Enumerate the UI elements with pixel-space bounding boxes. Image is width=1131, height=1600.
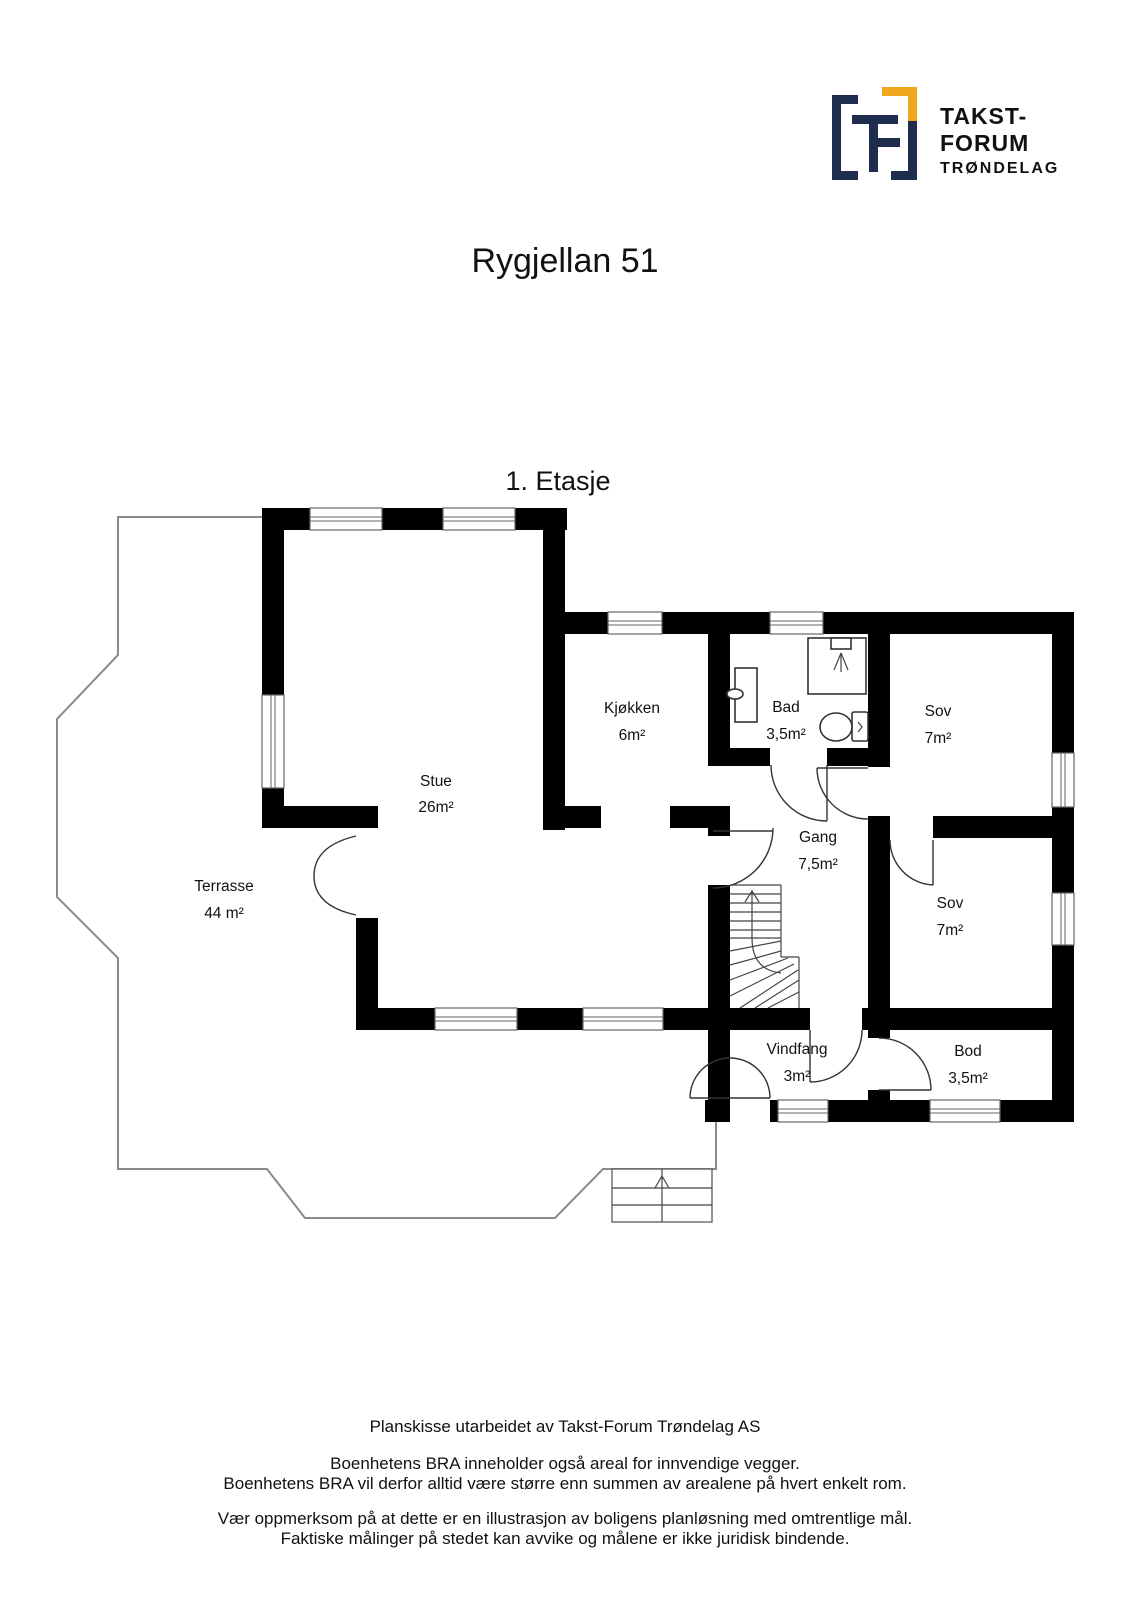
- room-name: Kjøkken: [604, 700, 660, 717]
- room-name: Bad: [772, 699, 800, 716]
- logo-line3: TRØNDELAG: [940, 160, 1059, 177]
- door-stair: [712, 827, 774, 889]
- page-title: Rygjellan 51: [471, 242, 658, 280]
- logo-mark: [832, 87, 917, 180]
- room-area: 44 m²: [204, 905, 244, 922]
- room-area: 7,5m²: [798, 856, 838, 873]
- door-sov1: [816, 767, 869, 820]
- footer-bra-note-2: Boenhetens BRA vil derfor alltid være st…: [223, 1474, 906, 1493]
- room-area: 6m²: [619, 727, 646, 744]
- window: [929, 1099, 1001, 1123]
- room-area: 3m²: [784, 1068, 811, 1085]
- footer: Planskisse utarbeidet av Takst-Forum Trø…: [218, 1417, 913, 1548]
- room-label-sov1: Sov 7m²: [925, 703, 952, 747]
- room-name: Vindfang: [767, 1041, 828, 1058]
- footer-bra-note-1: Boenhetens BRA inneholder også areal for…: [330, 1454, 800, 1473]
- room-label-kjokken: Kjøkken 6m²: [604, 700, 660, 744]
- footer-credit: Planskisse utarbeidet av Takst-Forum Trø…: [370, 1417, 761, 1436]
- up-arrow-icon: [744, 889, 760, 903]
- footer-disclaimer-1: Vær oppmerksom på at dette er en illustr…: [218, 1509, 913, 1528]
- up-arrow-icon: [654, 1174, 670, 1189]
- room-name: Sov: [937, 895, 964, 912]
- room-area: 26m²: [418, 799, 453, 816]
- logo: TAKST- FORUM TRØNDELAG: [832, 87, 1059, 180]
- bathroom-fixtures: [726, 637, 869, 742]
- room-label-stue: Stue 26m²: [418, 773, 453, 816]
- window: [1051, 892, 1075, 946]
- room-area: 3,5m²: [948, 1070, 988, 1087]
- room-name: Stue: [420, 773, 452, 790]
- window: [582, 1007, 664, 1031]
- room-label-vindfang: Vindfang 3m²: [767, 1041, 828, 1085]
- room-name: Gang: [799, 829, 837, 846]
- window: [1051, 752, 1075, 808]
- door-bad: [770, 764, 828, 822]
- window: [434, 1007, 518, 1031]
- room-label-bod: Bod 3,5m²: [948, 1043, 988, 1087]
- window: [309, 507, 383, 531]
- doors: [313, 764, 934, 1099]
- window: [777, 1099, 829, 1123]
- terrace-outline: [56, 516, 717, 1219]
- window: [442, 507, 516, 531]
- room-label-sov2: Sov 7m²: [937, 895, 964, 939]
- windows: [261, 507, 1075, 1123]
- door-sov2: [889, 839, 934, 886]
- window: [769, 611, 824, 635]
- logo-yellow-corner-icon: [882, 87, 917, 96]
- interior-staircase: [729, 884, 800, 1009]
- room-name: Terrasse: [194, 878, 253, 895]
- window: [261, 694, 285, 789]
- door-vindfang: [809, 1029, 863, 1083]
- french-door: [313, 835, 357, 916]
- footer-disclaimer-2: Faktiske målinger på stedet kan avvike o…: [281, 1529, 850, 1548]
- room-name: Bod: [954, 1043, 982, 1060]
- floor-label: 1. Etasje: [505, 466, 610, 496]
- door-entrance: [689, 1057, 771, 1099]
- room-label-bad: Bad 3,5m²: [766, 699, 806, 743]
- logo-line2: FORUM: [940, 130, 1029, 156]
- room-area: 7m²: [925, 730, 952, 747]
- toilet-icon: [819, 711, 869, 742]
- walls: [262, 508, 1074, 1122]
- sink-vanity-icon: [726, 667, 758, 723]
- room-name: Sov: [925, 703, 952, 720]
- exterior-steps: [611, 1168, 713, 1223]
- room-area: 3,5m²: [766, 726, 806, 743]
- room-label-terrasse: Terrasse 44 m²: [194, 878, 253, 922]
- shower-icon: [807, 637, 867, 695]
- logo-text: TAKST- FORUM TRØNDELAG: [940, 103, 1059, 177]
- room-labels: Stue 26m² Kjøkken 6m² Bad 3,5m² Sov 7m² …: [194, 699, 988, 1087]
- window: [607, 611, 663, 635]
- room-label-gang: Gang 7,5m²: [798, 829, 838, 873]
- logo-line1: TAKST-: [940, 103, 1027, 129]
- door-bod: [878, 1037, 932, 1091]
- room-area: 7m²: [937, 922, 964, 939]
